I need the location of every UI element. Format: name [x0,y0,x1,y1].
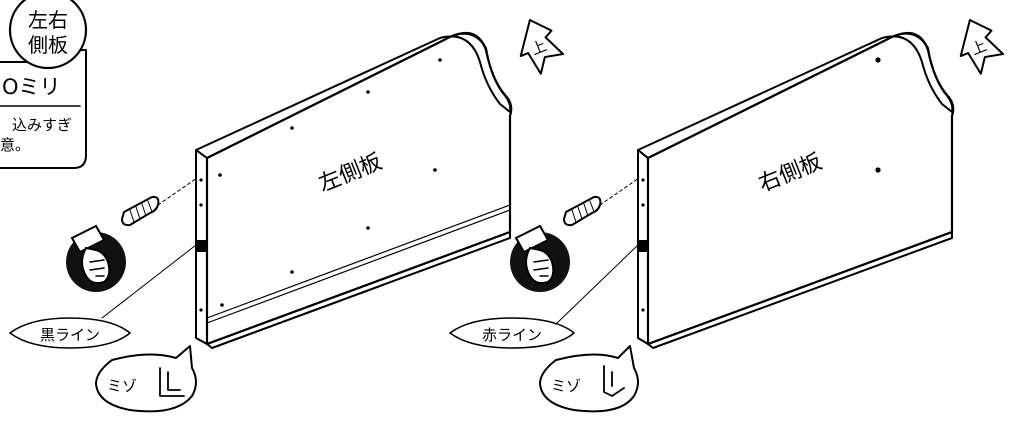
right-groove-callout: ミゾ [539,345,639,413]
caution-line2: 意。 [0,136,30,154]
caution-line1: 込みすぎ [12,116,72,134]
left-groove-label: ミゾ [107,377,137,395]
part-name-badge [8,0,88,70]
info-callout: 左右 側板 Oミリ 込みすぎ 意。 [0,0,88,169]
black-line-mark [197,240,206,252]
left-dowel [121,177,198,227]
left-hammer-icon [66,224,126,292]
red-line-mark [639,240,647,252]
right-side-panel: 右側板 [637,31,955,349]
part-name-line1: 左右 [28,8,68,32]
right-groove-label: ミゾ [551,377,581,395]
left-up-arrow: 上 [519,18,565,75]
left-panel-face [205,31,513,346]
right-up-label: 上 [969,36,990,58]
part-name-line2: 側板 [28,33,68,57]
red-line-label: 赤ライン [482,326,542,344]
left-groove-callout: ミゾ [95,345,197,413]
left-line-label-group: 黒ライン [9,244,197,349]
right-panel-label: 右側板 [755,149,826,197]
right-up-arrow: 上 [959,18,1005,75]
right-dowel [563,177,640,227]
black-line-label: 黒ライン [40,326,100,344]
measurement-text: Oミリ [2,75,61,99]
right-panel-face [646,31,955,346]
right-hammer-icon [510,224,570,292]
left-up-label: 上 [529,36,550,58]
right-line-label-group: 赤ライン [449,244,639,349]
left-side-panel: 左側板 [195,31,513,349]
left-panel-label: 左側板 [315,149,386,197]
